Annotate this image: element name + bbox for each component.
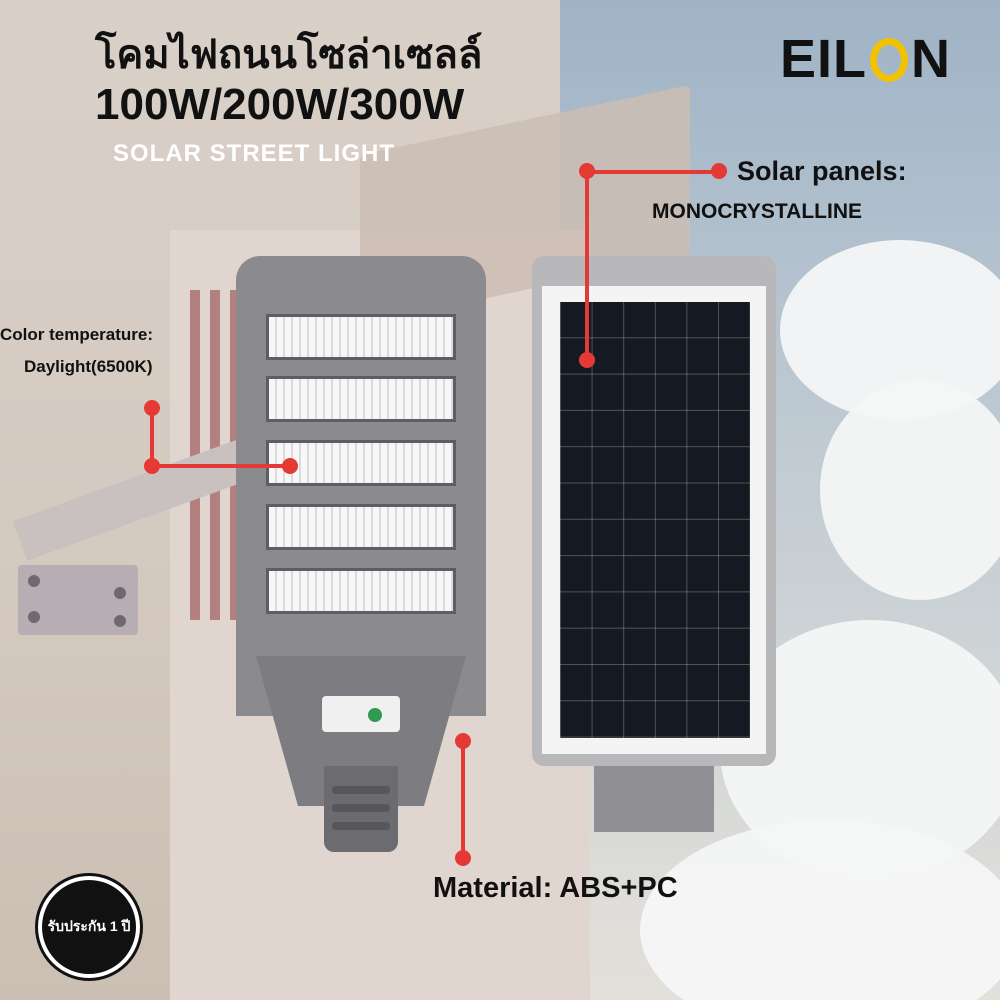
color-temperature-label: Color temperature: [0, 325, 154, 344]
color-temperature-value: Daylight(6500K) [24, 357, 153, 376]
callout-dot [455, 733, 471, 749]
sensor-plate [322, 696, 400, 732]
wall-bracket [18, 565, 138, 635]
solar-panel-value: MONOCRYSTALLINE [652, 200, 862, 223]
cloud [640, 820, 1000, 1000]
bulb-icon [870, 38, 909, 82]
callout-line-color [150, 408, 154, 468]
lamp-vent [332, 822, 390, 830]
lamp-vent [332, 804, 390, 812]
warranty-badge: รับประกัน 1 ปี [38, 876, 140, 978]
callout-dot [455, 850, 471, 866]
callout-line-solar [585, 170, 589, 360]
brand-text-start: EIL [780, 29, 868, 89]
callout-line-color [150, 464, 290, 468]
power-button [368, 708, 382, 722]
brand-logo: EIL N [780, 28, 951, 90]
panel-mount [594, 766, 714, 832]
led-module [266, 504, 456, 550]
lamp-vent [332, 786, 390, 794]
led-module [266, 568, 456, 614]
callout-dot [711, 163, 727, 179]
wattage-title: 100W/200W/300W [95, 80, 465, 129]
solar-panel-back [532, 256, 776, 836]
title-thai: โคมไฟถนนโซล่าเซลล์ [95, 33, 483, 77]
led-module [266, 376, 456, 422]
callout-dot [144, 400, 160, 416]
cloud [820, 380, 1000, 600]
material-label: Material: ABS+PC [433, 872, 678, 904]
solar-cells [560, 302, 750, 738]
subtitle: SOLAR STREET LIGHT [113, 140, 395, 167]
callout-dot [144, 458, 160, 474]
callout-dot [282, 458, 298, 474]
brand-text-end: N [911, 29, 952, 89]
led-module [266, 314, 456, 360]
callout-line-material [461, 740, 465, 858]
callout-dot [579, 163, 595, 179]
street-light-front [236, 256, 486, 856]
solar-panel-label: Solar panels: [737, 156, 907, 186]
callout-line-solar [587, 170, 719, 174]
warranty-text: รับประกัน 1 ปี [47, 918, 131, 934]
callout-dot [579, 352, 595, 368]
